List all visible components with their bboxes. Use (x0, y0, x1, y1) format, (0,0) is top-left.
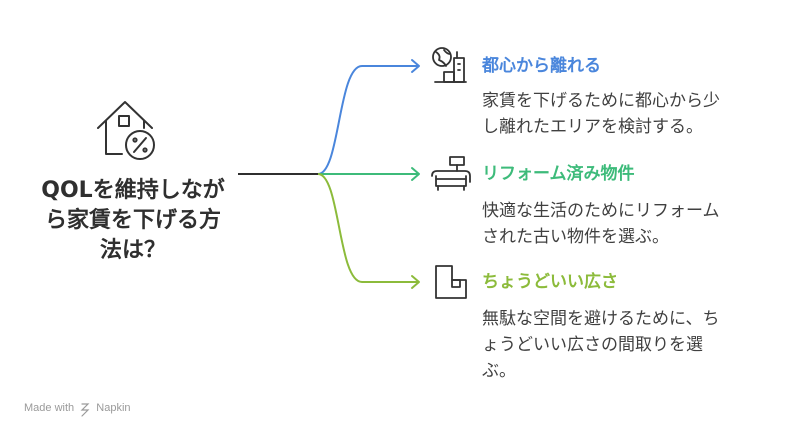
city-globe-icon (432, 47, 467, 83)
main-title-line-1: QOLを維持しなが (41, 178, 225, 203)
napkin-logo-icon (80, 403, 90, 417)
branch-title-move-from-center: 都心から離れる (482, 56, 601, 76)
napkin-brand: Napkin (96, 402, 131, 414)
sofa-lamp-icon (431, 156, 471, 191)
branch-arrow-2 (411, 167, 420, 181)
branch-title-renovated-property: リフォーム済み物件 (482, 164, 635, 184)
branch-desc-right-size: 無駄な空間を避けるために、ち ょうどいい広さの間取りを選 ぶ。 (482, 306, 772, 384)
desc-line: ょうどいい広さの間取りを選 (482, 335, 703, 355)
desc-line: し離れたエリアを検討する。 (482, 117, 703, 137)
branch-connector-1 (317, 65, 418, 175)
made-with-label: Made with (24, 402, 75, 414)
branch-desc-renovated-property: 快適な生活のためにリフォーム された古い物件を選ぶ。 (482, 198, 772, 250)
desc-line: された古い物件を選ぶ。 (482, 227, 669, 247)
branch-arrow-1 (411, 59, 420, 73)
desc-line: 無駄な空間を避けるために、ち (482, 309, 720, 329)
branch-title-right-size: ちょうどいい広さ (482, 272, 618, 292)
desc-line: 家賃を下げるために都心から少 (482, 91, 720, 111)
main-title-line-2: ら家賃を下げる方 (44, 208, 221, 233)
desc-line: ぶ。 (482, 361, 516, 381)
desc-line: 快適な生活のためにリフォーム (482, 201, 720, 221)
branch-arrow-3 (411, 275, 420, 289)
branch-connector-3 (317, 173, 418, 283)
footer-attribution: Made with Napkin (24, 402, 131, 414)
main-question: QOLを維持しなが ら家賃を下げる方 法は？ (8, 176, 258, 266)
floor-plan-icon (435, 265, 467, 299)
main-title-line-3: 法は？ (99, 238, 166, 263)
house-percent-icon (97, 101, 155, 160)
branch-desc-move-from-center: 家賃を下げるために都心から少 し離れたエリアを検討する。 (482, 88, 772, 140)
